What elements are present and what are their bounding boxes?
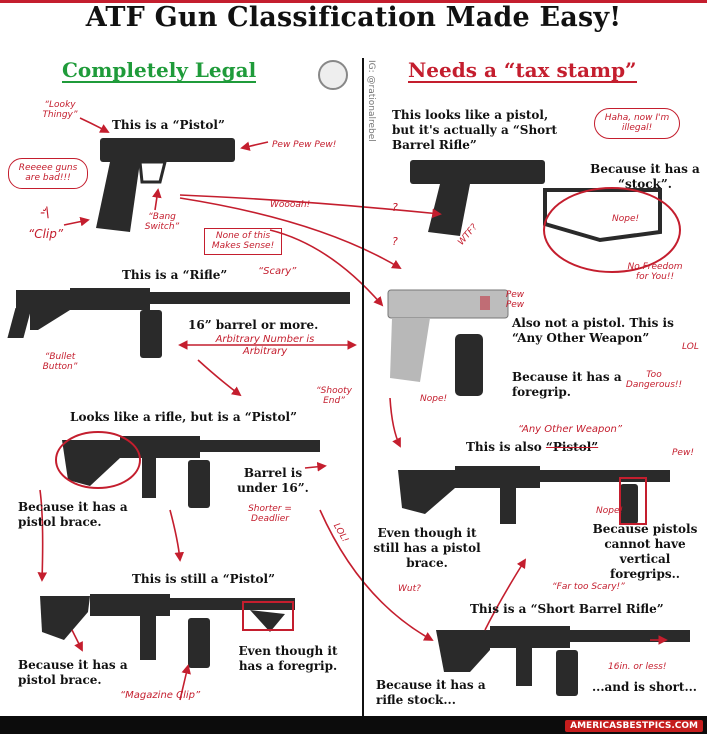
lol-right-note: LOL [682,342,699,352]
far-too-scary-note: “Far too Scary!” [552,582,625,592]
this-also-label: This is also “Pistol” [466,440,598,455]
braced-pistol-vertical-grip-image [398,466,670,524]
because-foregrip-label: Because it has a foregrip. [512,370,622,399]
too-dangerous-note: Too Dangerous!! [625,370,683,391]
braced-pistol-foregrip-image [40,594,295,668]
nope3-note: Nope! [596,506,624,516]
looks-pistol-label: This looks like a pistol, but it's actua… [392,108,558,152]
arbitrary-note: Arbitrary Number is Arbitrary [215,334,315,357]
clip-note: “Clip” [28,227,64,241]
shorter-deadlier-note: Shorter = Deadlier [248,504,292,525]
sixteen-inch-note: 16in. or less! [608,662,667,672]
nope2-note: Nope! [420,394,448,404]
completely-legal-header: Completely Legal [62,58,257,83]
ar15-rifle-image [7,288,350,358]
question-mark-2: ? [392,235,398,248]
instagram-watermark: IG: @rationalrebel [366,60,376,142]
wut-note: Wut? [398,584,421,594]
looky-thingy-note: “Looky Thingy” [42,100,78,121]
because-brace2-label: Because it has a pistol brace. [18,658,128,687]
pistol-with-stock-image [410,160,662,243]
braced-ar-pistol-image [62,436,320,508]
woooah-note: Woooah! [270,200,311,210]
center-divider [362,58,364,716]
bullet-button-note: “Bullet Button” [42,352,78,373]
none-sense-note: None of this Makes Sense! [204,228,282,255]
tax-stamp-header: Needs a “tax stamp” [408,58,637,83]
pistol-label: This is a “Pistol” [112,118,225,132]
sbr-label: This is a “Short Barrel Rifle” [470,602,664,616]
sad-face-icon: -̛̛\ [40,205,50,221]
and-short-label: ...and is short... [592,680,697,694]
atf-seal-icon [318,60,348,90]
vertical-foregrips-label: Because pistols cannot have vertical for… [592,522,698,581]
haha-illegal-note: Haha, now I'm illegal! [594,108,680,139]
barrel-under-label: Barrel is under 16”. [237,466,309,495]
this-also-text: This is also [466,440,542,454]
red-arrows [37,117,668,701]
shooty-end-note: “Shooty End” [316,386,352,407]
scary-note: “Scary” [258,266,297,277]
rifle-stock-label: Because it has a rifle stock... [376,678,486,707]
looks-like-rifle-label: Looks like a rifle, but is a “Pistol” [70,410,298,424]
pew-note: Pew Pew Pew! [272,140,337,150]
still-pistol-label: This is still a “Pistol” [132,572,275,586]
even-foregrip-label: Even though it has a foregrip. [238,644,338,673]
page-title: ATF Gun Classification Made Easy! [85,2,622,33]
glock-pistol-image [96,138,235,232]
even-brace-label: Even though it still has a pistol brace. [373,526,481,570]
barrel-16-label: 16” barrel or more. [188,318,319,332]
footer-bar [0,716,707,734]
magazine-clip-note: “Magazine Clip” [120,690,201,701]
bang-switch-note: “Bang Switch” [144,212,180,233]
question-mark-1: ? [392,201,398,214]
pew-small-note: Pew! [672,448,694,458]
nope-note: Nope! [612,214,640,224]
reeee-note: Reeeee guns are bad!!! [8,158,88,189]
no-freedom-note: No Freedom for You!! [627,262,683,283]
aow-pistol-image [387,289,509,396]
pew-pew-note: Pew Pew [505,290,525,311]
any-other-weapon-note: “Any Other Weapon” [518,424,622,435]
rifle-label: This is a “Rifle” [122,268,228,282]
aow-label: Also not a pistol. This is “Any Other We… [512,316,674,345]
pistol-struck-text: “Pistol” [545,440,599,454]
because-stock-label: Because it has a “stock”. [590,162,700,191]
because-brace-label: Because it has a pistol brace. [18,500,128,529]
site-watermark: AMERICASBESTPICS.COM [565,720,703,732]
